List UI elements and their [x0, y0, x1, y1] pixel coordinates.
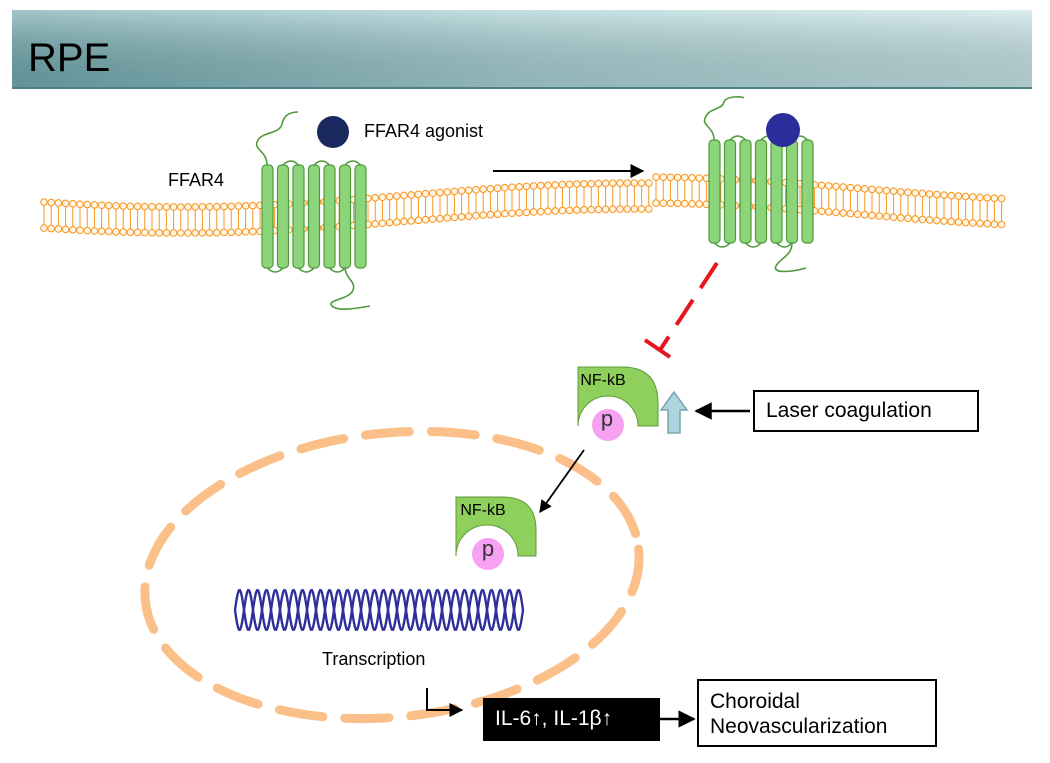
laser-coagulation-box: Laser coagulation — [753, 390, 979, 432]
cytokine-box: IL-6↑, IL-1β↑ — [483, 698, 660, 741]
outcome-line-1: Choroidal — [710, 690, 800, 713]
nucleus-envelope — [140, 426, 644, 724]
translocation-arrow — [539, 449, 585, 514]
receptor-label: FFAR4 — [168, 170, 225, 190]
agonist-ligand-bound — [766, 113, 800, 147]
nfkb-label-nucleus: NF-kB — [460, 502, 506, 519]
inhibition-arrow — [643, 261, 719, 359]
phospho-label-nucleus: p — [481, 536, 495, 561]
transcription-label: Transcription — [322, 649, 426, 669]
dna-helix — [233, 589, 525, 631]
nfkb-complex-cytoplasm — [577, 366, 659, 441]
header-band — [12, 10, 1032, 89]
page-title: RPE — [28, 36, 111, 80]
nfkb-label-cytoplasm: NF-kB — [580, 372, 626, 389]
nfkb-complex-nucleus — [455, 496, 537, 570]
ffar4-receptor-active — [703, 96, 814, 273]
outcome-box: Choroidal Neovascularization — [697, 679, 937, 747]
ffar4-receptor-inactive — [255, 111, 371, 310]
transcription-arrow — [426, 688, 464, 717]
outcome-line-2: Neovascularization — [710, 715, 888, 738]
upregulation-arrow — [659, 390, 689, 434]
agonist-label: FFAR4 agonist — [364, 121, 484, 141]
phospho-label-cytoplasm: p — [600, 406, 614, 431]
agonist-ligand-free — [317, 116, 349, 148]
